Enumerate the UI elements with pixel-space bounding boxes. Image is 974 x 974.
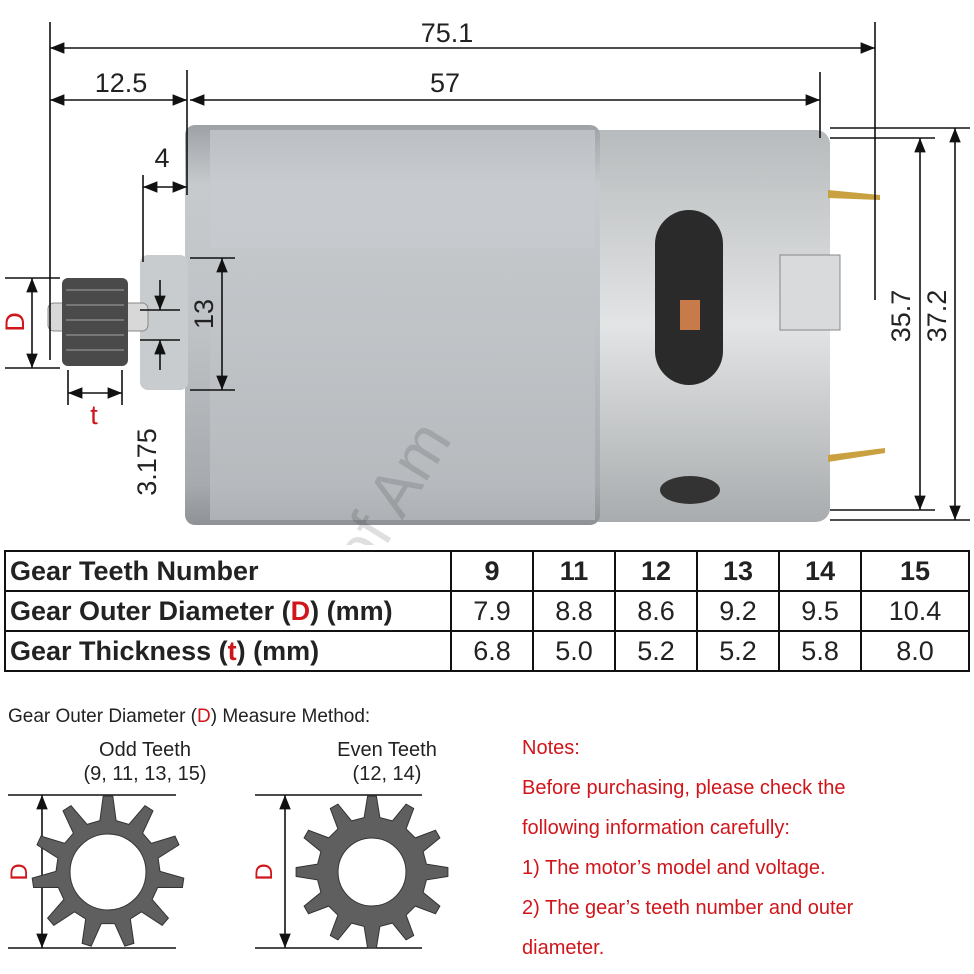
- row-header: Gear Outer Diameter (D) (mm): [4, 590, 452, 632]
- notes-title: Notes:: [522, 737, 580, 759]
- measure-method-title: Gear Outer Diameter (D) Measure Method:: [8, 706, 370, 728]
- odd-dim-label: D: [6, 863, 33, 880]
- gear-method-drawing: D D: [6, 794, 449, 949]
- table-cell: 5.8: [778, 630, 863, 672]
- notes: Notes: Before purchasing, please check t…: [522, 728, 853, 968]
- gear-spec-table: Gear Teeth Number 9 11 12 13 14 15 Gear …: [4, 550, 970, 672]
- odd-teeth-gear-icon: [31, 795, 185, 947]
- table-cell: 15: [860, 550, 970, 592]
- notes-line: 1) The motor’s model and voltage.: [522, 857, 826, 879]
- dim-boss-diameter: 13: [189, 299, 219, 329]
- odd-teeth-title: Odd Teeth: [99, 739, 191, 761]
- table-cell: 10.4: [860, 590, 970, 632]
- method-title-text: ) Measure Method:: [210, 706, 371, 727]
- table-row: Gear Teeth Number 9 11 12 13 14 15: [4, 550, 970, 592]
- dim-shaft-diameter: 3.175: [132, 428, 162, 496]
- dim-body-diameter-inner: 35.7: [886, 290, 916, 343]
- row-label: ) (mm): [310, 595, 393, 626]
- table-cell: 8.8: [532, 590, 617, 632]
- dimension-lines: [5, 22, 970, 521]
- row-label-mark: t: [227, 635, 237, 666]
- dim-body-length: 57: [430, 68, 460, 98]
- table-cell: 6.8: [449, 630, 535, 672]
- method-title-text: Gear Outer Diameter (: [8, 706, 197, 727]
- even-dim-label: D: [251, 863, 278, 880]
- motor-image: [47, 125, 885, 525]
- notes-line: following information carefully:: [522, 817, 790, 839]
- dim-gear-diameter: D: [0, 312, 30, 332]
- front-boss: [140, 255, 188, 390]
- table-cell: 8.0: [860, 630, 970, 672]
- table-cell: 9.2: [696, 590, 781, 632]
- method-title-mark: D: [197, 706, 211, 727]
- table-cell: 14: [778, 550, 863, 592]
- dim-shaft-length: 12.5: [95, 68, 148, 98]
- row-label: ) (mm): [236, 635, 320, 666]
- pinion-gear: [62, 278, 128, 366]
- table-cell: 7.9: [449, 590, 535, 632]
- brush-window: [655, 210, 723, 385]
- even-teeth-list: (12, 14): [352, 763, 422, 785]
- table-cell: 13: [696, 550, 781, 592]
- odd-teeth-list: (9, 11, 13, 15): [83, 763, 207, 785]
- table-cell: 5.0: [532, 630, 617, 672]
- odd-teeth-caption: Odd Teeth (9, 11, 13, 15): [50, 738, 240, 786]
- row-label: Gear Thickness (: [10, 635, 228, 666]
- notes-line: diameter.: [522, 937, 605, 959]
- table-cell: 9: [449, 550, 535, 592]
- table-row: Gear Thickness (t) (mm) 6.8 5.0 5.2 5.2 …: [4, 630, 970, 672]
- table-cell: 5.2: [696, 630, 781, 672]
- table-cell: 12: [614, 550, 699, 592]
- row-header: Gear Teeth Number: [4, 550, 452, 592]
- table-cell: 8.6: [614, 590, 699, 632]
- motor-dimension-drawing: Amreak of Am 75.1 12.5 57 4 D t 13 3.175: [0, 18, 970, 545]
- row-label-mark: D: [290, 595, 311, 626]
- dim-body-diameter-outer: 37.2: [922, 290, 952, 343]
- notes-line: 2) The gear’s teeth number and outer: [522, 897, 854, 919]
- notes-line: Before purchasing, please check the: [522, 777, 846, 799]
- table-cell: 9.5: [778, 590, 863, 632]
- terminal-clip: [779, 254, 841, 331]
- table-cell: 11: [532, 550, 617, 592]
- dim-overall-length: 75.1: [421, 18, 474, 48]
- row-header: Gear Thickness (t) (mm): [4, 630, 452, 672]
- even-teeth-title: Even Teeth: [337, 739, 437, 761]
- table-cell: 5.2: [614, 630, 699, 672]
- dim-gear-thickness: t: [90, 400, 98, 430]
- dim-boss-length: 4: [154, 143, 169, 173]
- row-label: Gear Outer Diameter (: [10, 595, 291, 626]
- even-teeth-caption: Even Teeth (12, 14): [292, 738, 482, 786]
- table-row: Gear Outer Diameter (D) (mm) 7.9 8.8 8.6…: [4, 590, 970, 632]
- even-teeth-gear-icon: [295, 795, 449, 949]
